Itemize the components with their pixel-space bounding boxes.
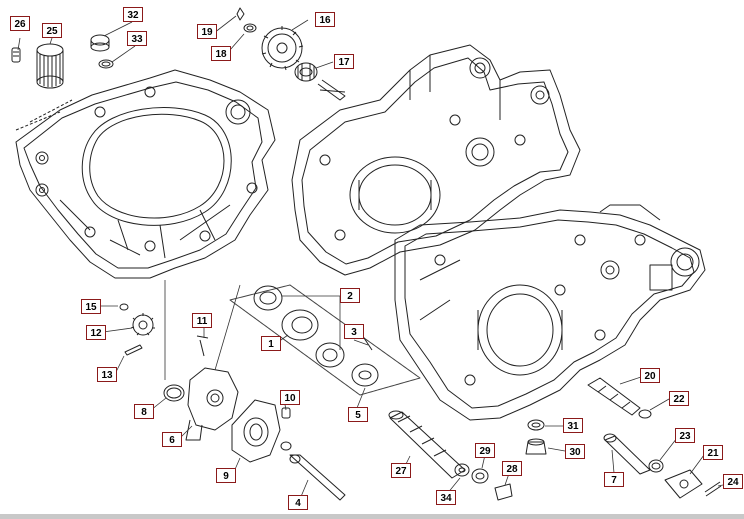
callout-9[interactable]: 9 <box>216 468 236 483</box>
oil-lines-and-fasteners <box>388 410 547 501</box>
callout-22[interactable]: 22 <box>669 391 689 406</box>
callout-32[interactable]: 32 <box>123 7 143 22</box>
callout-30[interactable]: 30 <box>565 444 585 459</box>
right-crankcase-half <box>291 44 581 276</box>
callout-12[interactable]: 12 <box>86 325 106 340</box>
callout-19[interactable]: 19 <box>197 24 217 39</box>
front-crankcase-half <box>394 204 706 421</box>
left-crankcase-cover <box>15 69 276 279</box>
oil-filter-parts <box>11 34 114 89</box>
pump-drive-gear-group <box>236 7 346 101</box>
callout-28[interactable]: 28 <box>502 461 522 476</box>
callout-26[interactable]: 26 <box>10 16 30 31</box>
callout-33[interactable]: 33 <box>127 31 147 46</box>
callout-15[interactable]: 15 <box>81 299 101 314</box>
callout-17[interactable]: 17 <box>334 54 354 69</box>
bottom-scrollbar-edge <box>0 514 744 519</box>
callout-25[interactable]: 25 <box>42 23 62 38</box>
callout-31[interactable]: 31 <box>563 418 583 433</box>
callout-34[interactable]: 34 <box>436 490 456 505</box>
callout-2[interactable]: 2 <box>340 288 360 303</box>
callout-11[interactable]: 11 <box>192 313 212 328</box>
callout-1[interactable]: 1 <box>261 336 281 351</box>
leader-lines <box>17 15 724 500</box>
oil-pump-rotors <box>229 284 421 396</box>
callout-16[interactable]: 16 <box>315 12 335 27</box>
callout-24[interactable]: 24 <box>723 474 743 489</box>
callout-5[interactable]: 5 <box>348 407 368 422</box>
callout-20[interactable]: 20 <box>640 368 660 383</box>
callout-23[interactable]: 23 <box>675 428 695 443</box>
callout-29[interactable]: 29 <box>475 443 495 458</box>
water-pump-parts <box>119 303 346 501</box>
callout-21[interactable]: 21 <box>703 445 723 460</box>
callout-18[interactable]: 18 <box>211 46 231 61</box>
callout-4[interactable]: 4 <box>288 495 308 510</box>
callout-8[interactable]: 8 <box>134 404 154 419</box>
right-side-hoses <box>587 377 722 499</box>
callout-27[interactable]: 27 <box>391 463 411 478</box>
callout-7[interactable]: 7 <box>604 472 624 487</box>
callout-3[interactable]: 3 <box>344 324 364 339</box>
callout-13[interactable]: 13 <box>97 367 117 382</box>
callout-6[interactable]: 6 <box>162 432 182 447</box>
callout-10[interactable]: 10 <box>280 390 300 405</box>
